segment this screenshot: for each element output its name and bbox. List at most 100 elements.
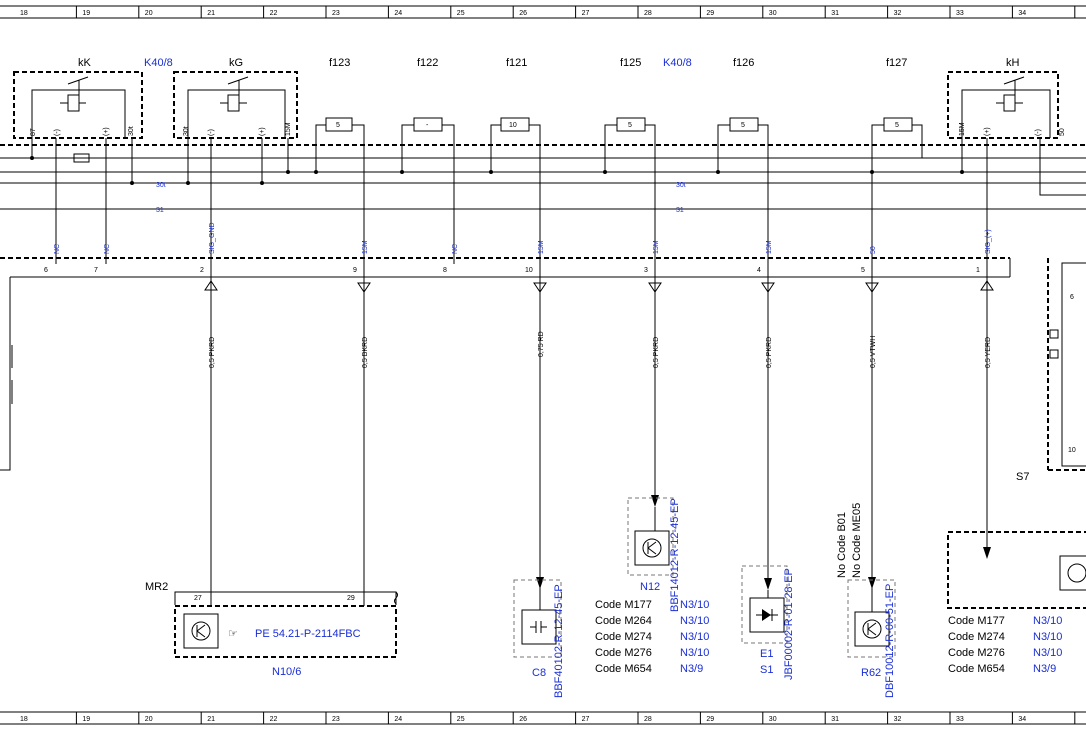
wire-pin1 xyxy=(980,277,994,559)
fuse-label-f122: f122 xyxy=(417,57,438,69)
junction-dots xyxy=(30,156,964,185)
fuse-f122: - xyxy=(401,117,455,145)
wire-pin2 xyxy=(204,277,218,598)
code-entry: Code M276 xyxy=(595,647,652,659)
wire-pin10 xyxy=(533,277,547,590)
grid-column-number: 24 xyxy=(394,10,402,17)
relay-kK-pins: 87 (-) (+) 30t xyxy=(30,126,135,136)
fuse-f126: 5 xyxy=(717,117,769,145)
code-entry: Code M264 xyxy=(595,615,652,627)
code-ref[interactable]: N3/10 xyxy=(1033,615,1062,627)
wire-label: 0,5 PKRD xyxy=(653,337,660,368)
relay-label-kH: kH xyxy=(1006,57,1020,69)
mr2-connector: MR2 27 29 xyxy=(145,581,398,606)
pin-label: 30t xyxy=(128,126,135,136)
grid-column-number: 20 xyxy=(145,716,153,723)
grid-column-number: 34 xyxy=(1018,10,1026,17)
mr2-pin: 27 xyxy=(194,595,202,602)
connector-pin: 7 xyxy=(94,267,98,274)
code-entry: Code M276 xyxy=(948,647,1005,659)
component-ref-C8[interactable]: BBF40102-R-12-45-EP xyxy=(553,584,565,698)
pin-label: 87 xyxy=(30,128,37,136)
grid-column-number: 27 xyxy=(582,10,590,17)
component-label-E1: E1 xyxy=(760,648,773,660)
signal-label: NC xyxy=(452,244,459,254)
grid-column-number: 22 xyxy=(270,10,278,17)
fuse-label-f127: f127 xyxy=(886,57,907,69)
box-pin-number: 10 xyxy=(1068,447,1076,454)
code-ref[interactable]: N3/10 xyxy=(680,615,709,627)
pin-label: 50 xyxy=(1059,128,1066,136)
grid-column-number: 34 xyxy=(1018,716,1026,723)
component-ref-N12[interactable]: BBF14012-R-12-45-EP xyxy=(669,498,681,612)
module-label-K40-8-mid: K40/8 xyxy=(663,57,692,69)
grid-column-number: 21 xyxy=(207,716,215,723)
component-N12: N12 BBF14012-R-12-45-EP xyxy=(627,497,681,612)
code-ref[interactable]: N3/10 xyxy=(1033,631,1062,643)
pin-label: (+) xyxy=(984,127,991,136)
wire-labels: 0,5 PKRD 0,5 BKRD 0,75 RD 0,5 PKRD 0,5 P… xyxy=(209,331,992,368)
connector-pin: 2 xyxy=(200,267,204,274)
grid-column-number: 32 xyxy=(894,10,902,17)
wire-label: 0,5 YERD xyxy=(985,337,992,368)
component-label-N12: N12 xyxy=(640,581,660,593)
bus-label-30t: 30t xyxy=(676,182,686,189)
pin-label: (-) xyxy=(54,129,61,136)
grid-column-number: 33 xyxy=(956,716,964,723)
grid-column-number: 19 xyxy=(82,10,90,17)
grid-column-number: 28 xyxy=(644,716,652,723)
fuse-f121: 10 xyxy=(490,117,541,145)
module-label-N10-6: N10/6 xyxy=(272,666,301,678)
pin-label: 15M xyxy=(959,122,966,136)
code-ref[interactable]: N3/9 xyxy=(1033,663,1056,675)
component-label-R62: R62 xyxy=(861,667,881,679)
pin-label: (+) xyxy=(259,127,266,136)
no-code-ME05: No Code ME05 xyxy=(851,503,863,578)
wire-label: 0,5 PKRD xyxy=(766,337,773,368)
signal-label: 15M xyxy=(362,240,369,254)
component-C8: C8 BBF40102-R-12-45-EP xyxy=(513,579,565,698)
reference-link-PE-54-21[interactable]: PE 54.21-P-2114FBC xyxy=(255,628,361,640)
component-label-S1: S1 xyxy=(760,664,773,676)
relay-kG xyxy=(173,71,298,139)
relay-kH-pins: 15M (+) (-) 50 xyxy=(959,122,1066,136)
right-connector-box: 6 10 S7 xyxy=(1016,258,1086,483)
grid-column-number: 32 xyxy=(894,716,902,723)
connector-pin-numbers: 6 7 2 9 8 10 3 4 5 1 xyxy=(44,267,980,274)
bus-label-31: 31 xyxy=(156,207,164,214)
fuse-f123: 5 xyxy=(315,117,365,145)
component-E1: E1 S1 JBF00002-R-01-28-EP xyxy=(741,565,795,680)
code-ref[interactable]: N3/10 xyxy=(680,599,709,611)
signal-label: 15M xyxy=(538,240,545,254)
relay-kG-pins: 30t (-) (+) 15M xyxy=(183,122,292,136)
code-entry: Code M654 xyxy=(948,663,1005,675)
code-entry: Code M274 xyxy=(595,631,652,643)
fuse-f125: 5 xyxy=(604,117,656,145)
code-ref[interactable]: N3/10 xyxy=(680,631,709,643)
fuse-value: 5 xyxy=(336,122,340,129)
connector-pin-stubs xyxy=(55,258,988,277)
fuse-value: 5 xyxy=(895,122,899,129)
grid-column-number: 29 xyxy=(706,10,714,17)
internal-drops xyxy=(31,138,1041,258)
pin-label: (-) xyxy=(1035,129,1042,136)
component-ref-R62[interactable]: DBF10012-R-00-51-EP xyxy=(884,584,896,698)
fuse-label-f121: f121 xyxy=(506,57,527,69)
code-entry: Code M654 xyxy=(595,663,652,675)
pin-label: 15M xyxy=(285,122,292,136)
mr2-pin: 29 xyxy=(347,595,355,602)
wire-pin5 xyxy=(865,277,879,590)
grid-column-number: 21 xyxy=(207,10,215,17)
connector-pin: 6 xyxy=(44,267,48,274)
connector-pin: 8 xyxy=(443,267,447,274)
code-entry: Code M177 xyxy=(595,599,652,611)
component-ref-E1[interactable]: JBF00002-R-01-28-EP xyxy=(783,568,795,680)
code-ref[interactable]: N3/10 xyxy=(680,647,709,659)
box-pin-number: 6 xyxy=(1070,294,1074,301)
wire-label: 0,5 VTWH xyxy=(870,336,877,368)
grid-column-number: 18 xyxy=(20,10,28,17)
code-ref[interactable]: N3/10 xyxy=(1033,647,1062,659)
grid-column-number: 30 xyxy=(769,10,777,17)
grid-column-number: 31 xyxy=(831,10,839,17)
code-ref[interactable]: N3/9 xyxy=(680,663,703,675)
